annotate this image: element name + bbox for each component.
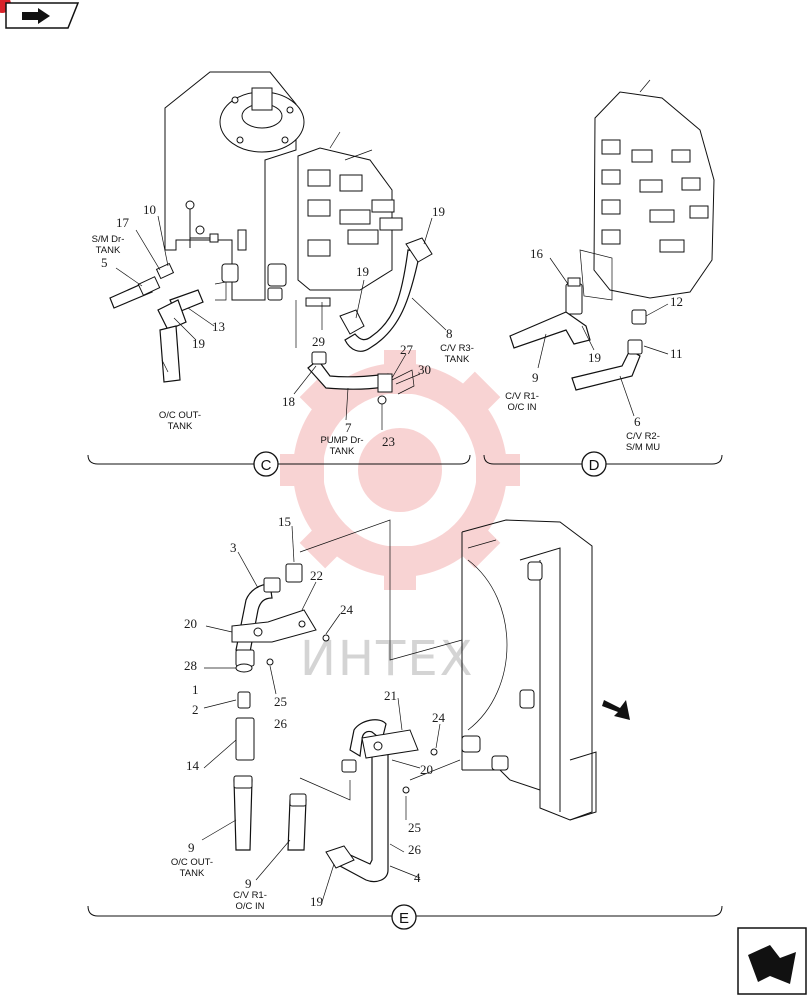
watermark-logo <box>280 350 520 590</box>
callout: 8 <box>446 326 453 341</box>
callout: 16 <box>530 246 544 261</box>
section-e-callouts: 15 3 22 20 24 28 1 2 25 26 14 21 24 20 9… <box>184 514 446 909</box>
section-e-label: E <box>399 910 409 927</box>
callout: 26 <box>408 842 422 857</box>
callout: 7 <box>345 420 352 435</box>
callout: 18 <box>282 394 295 409</box>
callout: 5 <box>101 255 108 270</box>
section-e-drawing <box>231 519 630 883</box>
section-c-label: C <box>261 457 272 474</box>
caption-line: C/V R1- <box>233 890 267 901</box>
section-c-drawing <box>109 71 433 405</box>
caption-line: TANK <box>445 354 470 365</box>
callout: 20 <box>184 616 197 631</box>
section-d-label: D <box>589 457 600 474</box>
callout: 22 <box>310 568 323 583</box>
callout: 19 <box>310 894 323 909</box>
callout: 28 <box>184 658 197 673</box>
watermark-text: ИНТЕХ <box>300 631 475 687</box>
callout: 23 <box>382 434 395 449</box>
callout: 19 <box>432 204 445 219</box>
callout: 30 <box>418 362 431 377</box>
caption-line: O/C OUT- <box>171 857 213 868</box>
caption-line: TANK <box>168 421 193 432</box>
section-c-bracket: C <box>87 451 471 477</box>
callout: 19 <box>356 264 369 279</box>
callout: 25 <box>274 694 287 709</box>
callout: 12 <box>670 294 683 309</box>
callout: 1 <box>192 682 199 697</box>
callout: 17 <box>116 215 130 230</box>
callout: 19 <box>588 350 601 365</box>
leader-lines <box>115 215 669 903</box>
callout: 25 <box>408 820 421 835</box>
caption-line: O/C IN <box>235 901 264 912</box>
captions: S/M Dr- TANK C/V R3- TANK O/C OUT- TANK … <box>92 234 661 912</box>
callout: 10 <box>143 202 156 217</box>
callout: 20 <box>420 762 433 777</box>
section-d-drawing <box>509 79 715 391</box>
callout: 15 <box>278 514 291 529</box>
callout: 19 <box>192 336 205 351</box>
section-c-callouts: 17 10 5 13 19 29 19 19 8 27 30 18 7 23 <box>101 202 453 449</box>
caption-line: TANK <box>180 868 205 879</box>
callout: 27 <box>400 342 414 357</box>
callout: 2 <box>192 702 199 717</box>
callout: 13 <box>212 319 225 334</box>
caption-line: C/V R2- <box>626 431 660 442</box>
caption-line: TANK <box>330 446 355 457</box>
callout: 9 <box>245 876 252 891</box>
next-page-arrow-icon[interactable] <box>737 927 807 995</box>
callout: 26 <box>274 716 288 731</box>
callout: 4 <box>414 870 421 885</box>
callout: 24 <box>340 602 354 617</box>
callout: 6 <box>634 414 641 429</box>
callout: 9 <box>188 840 195 855</box>
caption-line: O/C OUT- <box>159 410 201 421</box>
caption-line: S/M MU <box>626 442 660 453</box>
callout: 9 <box>532 370 539 385</box>
callout: 14 <box>186 758 200 773</box>
section-d-callouts: 16 12 19 11 9 6 <box>530 246 683 429</box>
callout: 21 <box>384 688 397 703</box>
caption-line: TANK <box>96 245 121 256</box>
caption-line: C/V R1- <box>505 391 539 402</box>
caption-line: O/C IN <box>507 402 536 413</box>
section-e-bracket: E <box>87 904 723 930</box>
section-d-bracket: D <box>483 451 723 477</box>
caption-line: PUMP Dr- <box>320 435 363 446</box>
caption-line: S/M Dr- <box>92 234 125 245</box>
callout: 24 <box>432 710 446 725</box>
callout: 11 <box>670 346 683 361</box>
caption-line: C/V R3- <box>440 343 474 354</box>
callout: 3 <box>230 540 237 555</box>
callout: 29 <box>312 334 325 349</box>
forward-arrow-icon[interactable] <box>0 0 80 29</box>
